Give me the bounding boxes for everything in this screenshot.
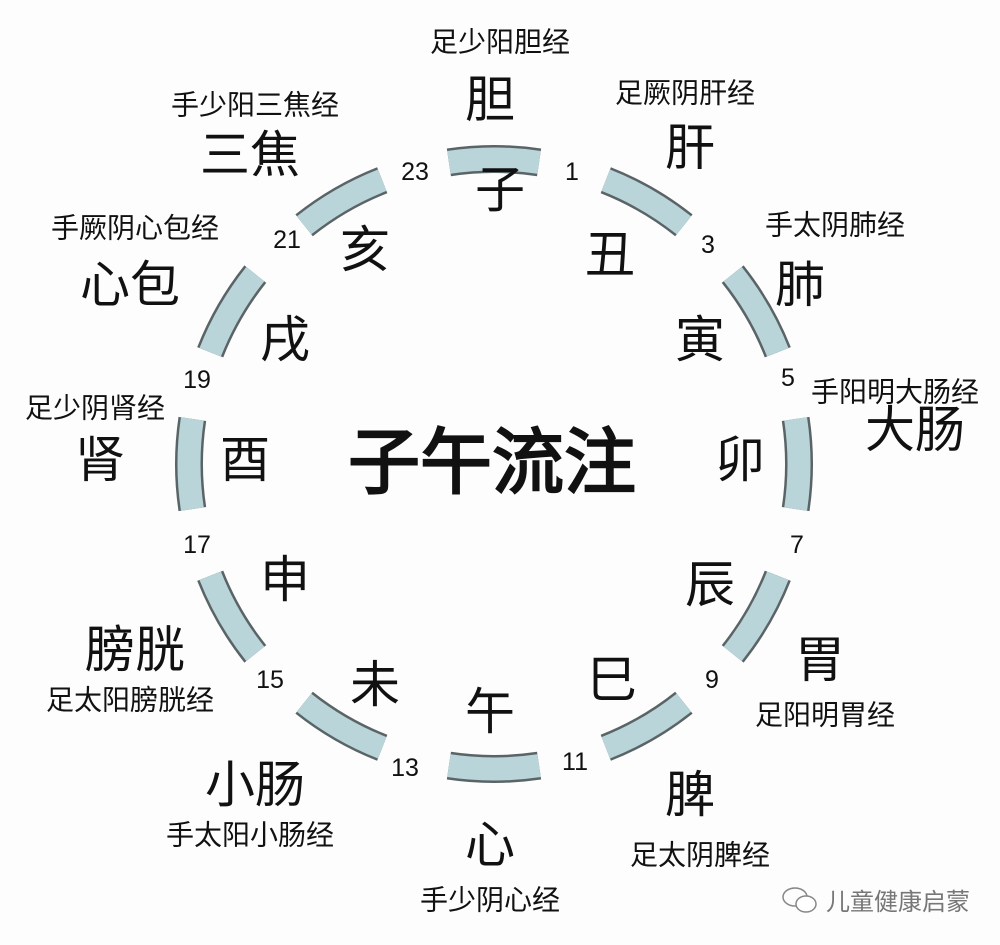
earthly-branch-label: 亥 (340, 221, 390, 279)
earthly-branch-label: 未 (350, 656, 400, 714)
hour-arc-segment (447, 754, 541, 781)
hour-label: 11 (562, 748, 588, 776)
hour-label: 13 (391, 754, 419, 782)
hour-label: 21 (273, 226, 301, 254)
hour-arc-segment (601, 693, 692, 759)
hour-label: 19 (183, 366, 211, 394)
earthly-branch-label: 午 (465, 683, 515, 741)
meridian-label: 足厥阴肝经 (615, 77, 755, 110)
meridian-label: 足太阳膀胱经 (46, 684, 214, 717)
meridian-label: 手少阴心经 (420, 884, 560, 917)
center-title: 子午流注 (348, 420, 636, 505)
hour-arc-segment (447, 147, 541, 174)
earthly-branch-label: 戌 (260, 311, 310, 369)
hour-arc-segment (723, 571, 789, 662)
wechat-icon (782, 886, 817, 913)
hour-arc-segment (296, 169, 387, 235)
earthly-branch-label: 寅 (675, 311, 725, 369)
earthly-branch-label: 子 (475, 161, 525, 219)
meridian-label: 手太阴肺经 (765, 209, 905, 242)
hour-label: 5 (781, 364, 795, 392)
hour-label: 15 (256, 666, 284, 694)
hour-arc-segment (784, 417, 811, 511)
meridian-label: 手阳明大肠经 (811, 376, 979, 409)
hour-arc-segment (177, 417, 204, 511)
organ-label: 脾 (665, 766, 715, 824)
meridian-label: 手少阳三焦经 (171, 89, 339, 122)
organ-label: 心 (465, 816, 515, 874)
organ-label: 三焦 (200, 126, 300, 184)
organ-label: 肝 (665, 119, 715, 177)
earthly-branch-label: 卯 (715, 431, 765, 489)
hour-arc-segment (723, 266, 789, 357)
earthly-branch-label: 丑 (585, 226, 635, 284)
meridian-label: 足阳明胃经 (755, 699, 895, 732)
meridian-label: 手太阳小肠经 (166, 819, 334, 852)
watermark-text: 儿童健康启蒙 (826, 888, 970, 916)
earthly-branch-label: 申 (260, 551, 310, 609)
meridian-label: 足太阴脾经 (630, 839, 770, 872)
organ-label: 小肠 (205, 756, 305, 814)
hour-label: 7 (790, 531, 804, 559)
watermark: 儿童健康启蒙 (780, 882, 970, 917)
earthly-branch-label: 辰 (685, 556, 735, 614)
meridian-label: 手厥阴心包经 (51, 212, 219, 245)
organ-label: 胃 (795, 631, 845, 689)
organ-label: 膀胱 (85, 621, 185, 679)
hour-label: 9 (705, 666, 719, 694)
organ-label: 心包 (80, 256, 180, 314)
meridian-label: 足少阴肾经 (25, 392, 165, 425)
hour-label: 17 (183, 531, 211, 559)
organ-label: 肾 (75, 431, 125, 489)
meridian-label: 足少阳胆经 (430, 26, 570, 59)
hour-arc-segment (199, 571, 265, 662)
organ-label: 胆 (465, 71, 515, 129)
earthly-branch-label: 酉 (220, 431, 270, 489)
hour-arc-segment (199, 266, 265, 357)
organ-label: 肺 (775, 256, 825, 314)
hour-label: 23 (401, 158, 429, 186)
hour-arc-segment (601, 169, 692, 235)
hour-label: 3 (701, 231, 715, 259)
hour-arc-segment (296, 693, 387, 759)
organ-label: 大肠 (865, 401, 965, 459)
hour-label: 1 (565, 158, 579, 186)
earthly-branch-label: 巳 (587, 651, 637, 709)
